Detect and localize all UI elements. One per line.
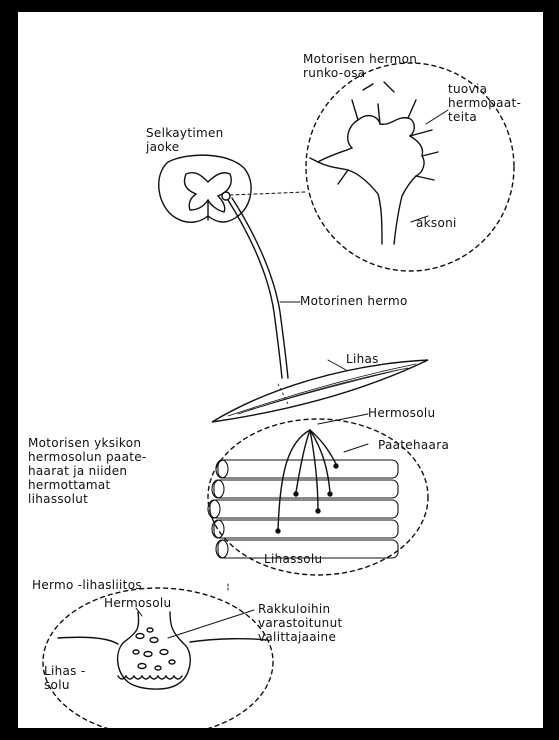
label-motor-nerve: Motorinen hermo [300, 294, 408, 308]
label-junction: Hermo -lihasliitos [32, 578, 142, 592]
label-spinal-section: Selkaytimen jaoke [146, 126, 224, 154]
motor-nerve [228, 198, 300, 378]
label-vesicles: Rakkuloihin varastoitunut valittajaaine [258, 602, 343, 644]
label-axon: aksoni [416, 216, 457, 230]
label-end-branch: Paatehaara [378, 438, 449, 452]
label-motor-neuron-body: Motorisen hermon runko-osa [303, 52, 417, 80]
spinal-cord-section [159, 155, 306, 222]
label-nerve-cell-top: Hermosolu [368, 406, 435, 420]
label-muscle-cell: Lihassolu [264, 552, 322, 566]
label-muscle-cell-left: Lihas - solu [44, 664, 85, 692]
label-motor-unit: Motorisen yksikon hermosolun paate- haar… [28, 436, 147, 506]
diagram-frame: Motorisen hermon runko-osa tuovia hermop… [18, 12, 543, 728]
label-muscle: Lihas [346, 352, 379, 366]
label-afferent: tuovia hermopaat- teita [448, 82, 521, 124]
label-nerve-cell-bottom: Hermosolu [104, 596, 171, 610]
